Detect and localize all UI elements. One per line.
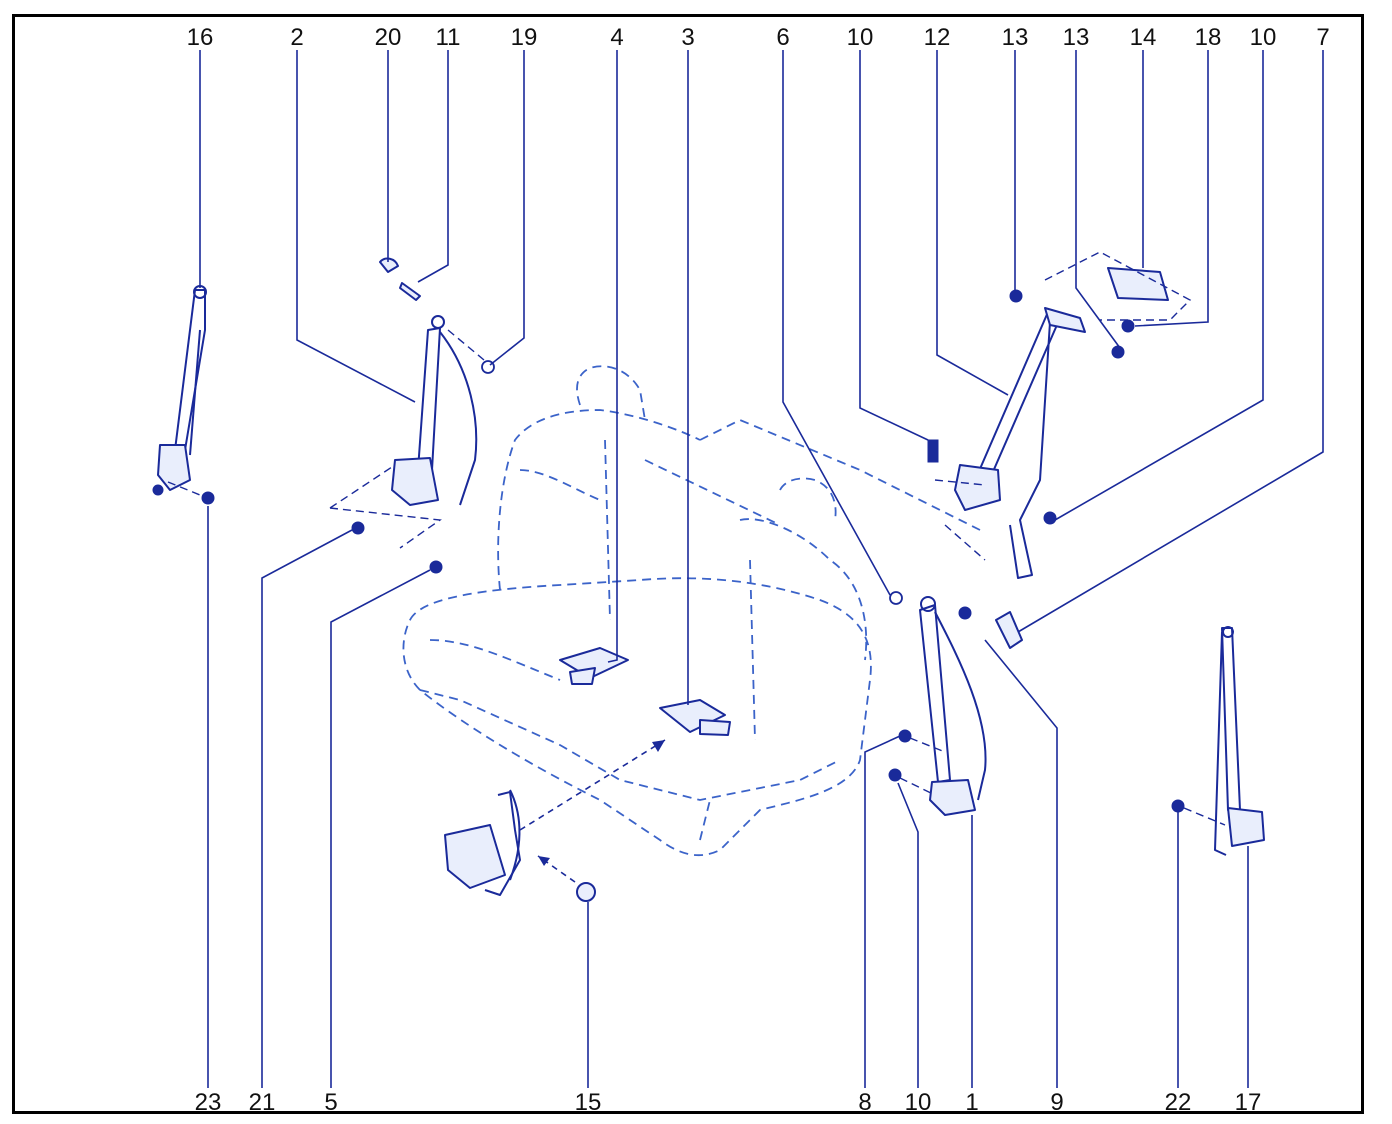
callout-18: 18	[1195, 24, 1222, 51]
bottom-callouts: 23 21 5 15 8 10 1 9 22 17	[195, 1089, 1262, 1116]
callout-23: 23	[195, 1089, 222, 1116]
part-1-belt-assembly	[888, 591, 1023, 816]
leader-lines	[199, 50, 1324, 1088]
callout-10-c: 10	[905, 1089, 932, 1116]
callout-5: 5	[324, 1089, 337, 1116]
callout-2: 2	[290, 24, 303, 51]
part-17-belt-assembly	[1171, 626, 1265, 856]
callout-19: 19	[511, 24, 538, 51]
callout-15: 15	[575, 1089, 602, 1116]
callout-7: 7	[1316, 24, 1329, 51]
callout-20: 20	[375, 24, 402, 51]
callout-3: 3	[681, 24, 694, 51]
part-16-belt-assembly	[152, 285, 215, 505]
callout-10-b: 10	[1250, 24, 1277, 51]
callout-13-b: 13	[1063, 24, 1090, 51]
callout-12: 12	[924, 24, 951, 51]
callout-9: 9	[1050, 1089, 1063, 1116]
callout-4: 4	[610, 24, 623, 51]
part-3-buckle	[659, 699, 731, 736]
callout-11: 11	[436, 24, 461, 51]
callout-1: 1	[965, 1089, 978, 1116]
part-2-belt-assembly	[329, 257, 495, 574]
callout-6: 6	[776, 24, 789, 51]
callout-14: 14	[1130, 24, 1157, 51]
callout-22: 22	[1165, 1089, 1192, 1116]
part-12-belt-assembly	[927, 251, 1192, 579]
callout-10-a: 10	[847, 24, 874, 51]
rear-seat-outline	[402, 365, 981, 857]
callout-21: 21	[249, 1089, 276, 1116]
part-4-buckle	[559, 647, 629, 685]
callout-13-a: 13	[1002, 24, 1029, 51]
callout-17: 17	[1235, 1089, 1262, 1116]
top-callouts: 16 2 20 11 19 4 3 6 10 12 13 13 14 18 10…	[187, 24, 1330, 51]
callout-16: 16	[187, 24, 214, 51]
part-15-harness	[444, 739, 666, 902]
callout-8: 8	[858, 1089, 871, 1116]
